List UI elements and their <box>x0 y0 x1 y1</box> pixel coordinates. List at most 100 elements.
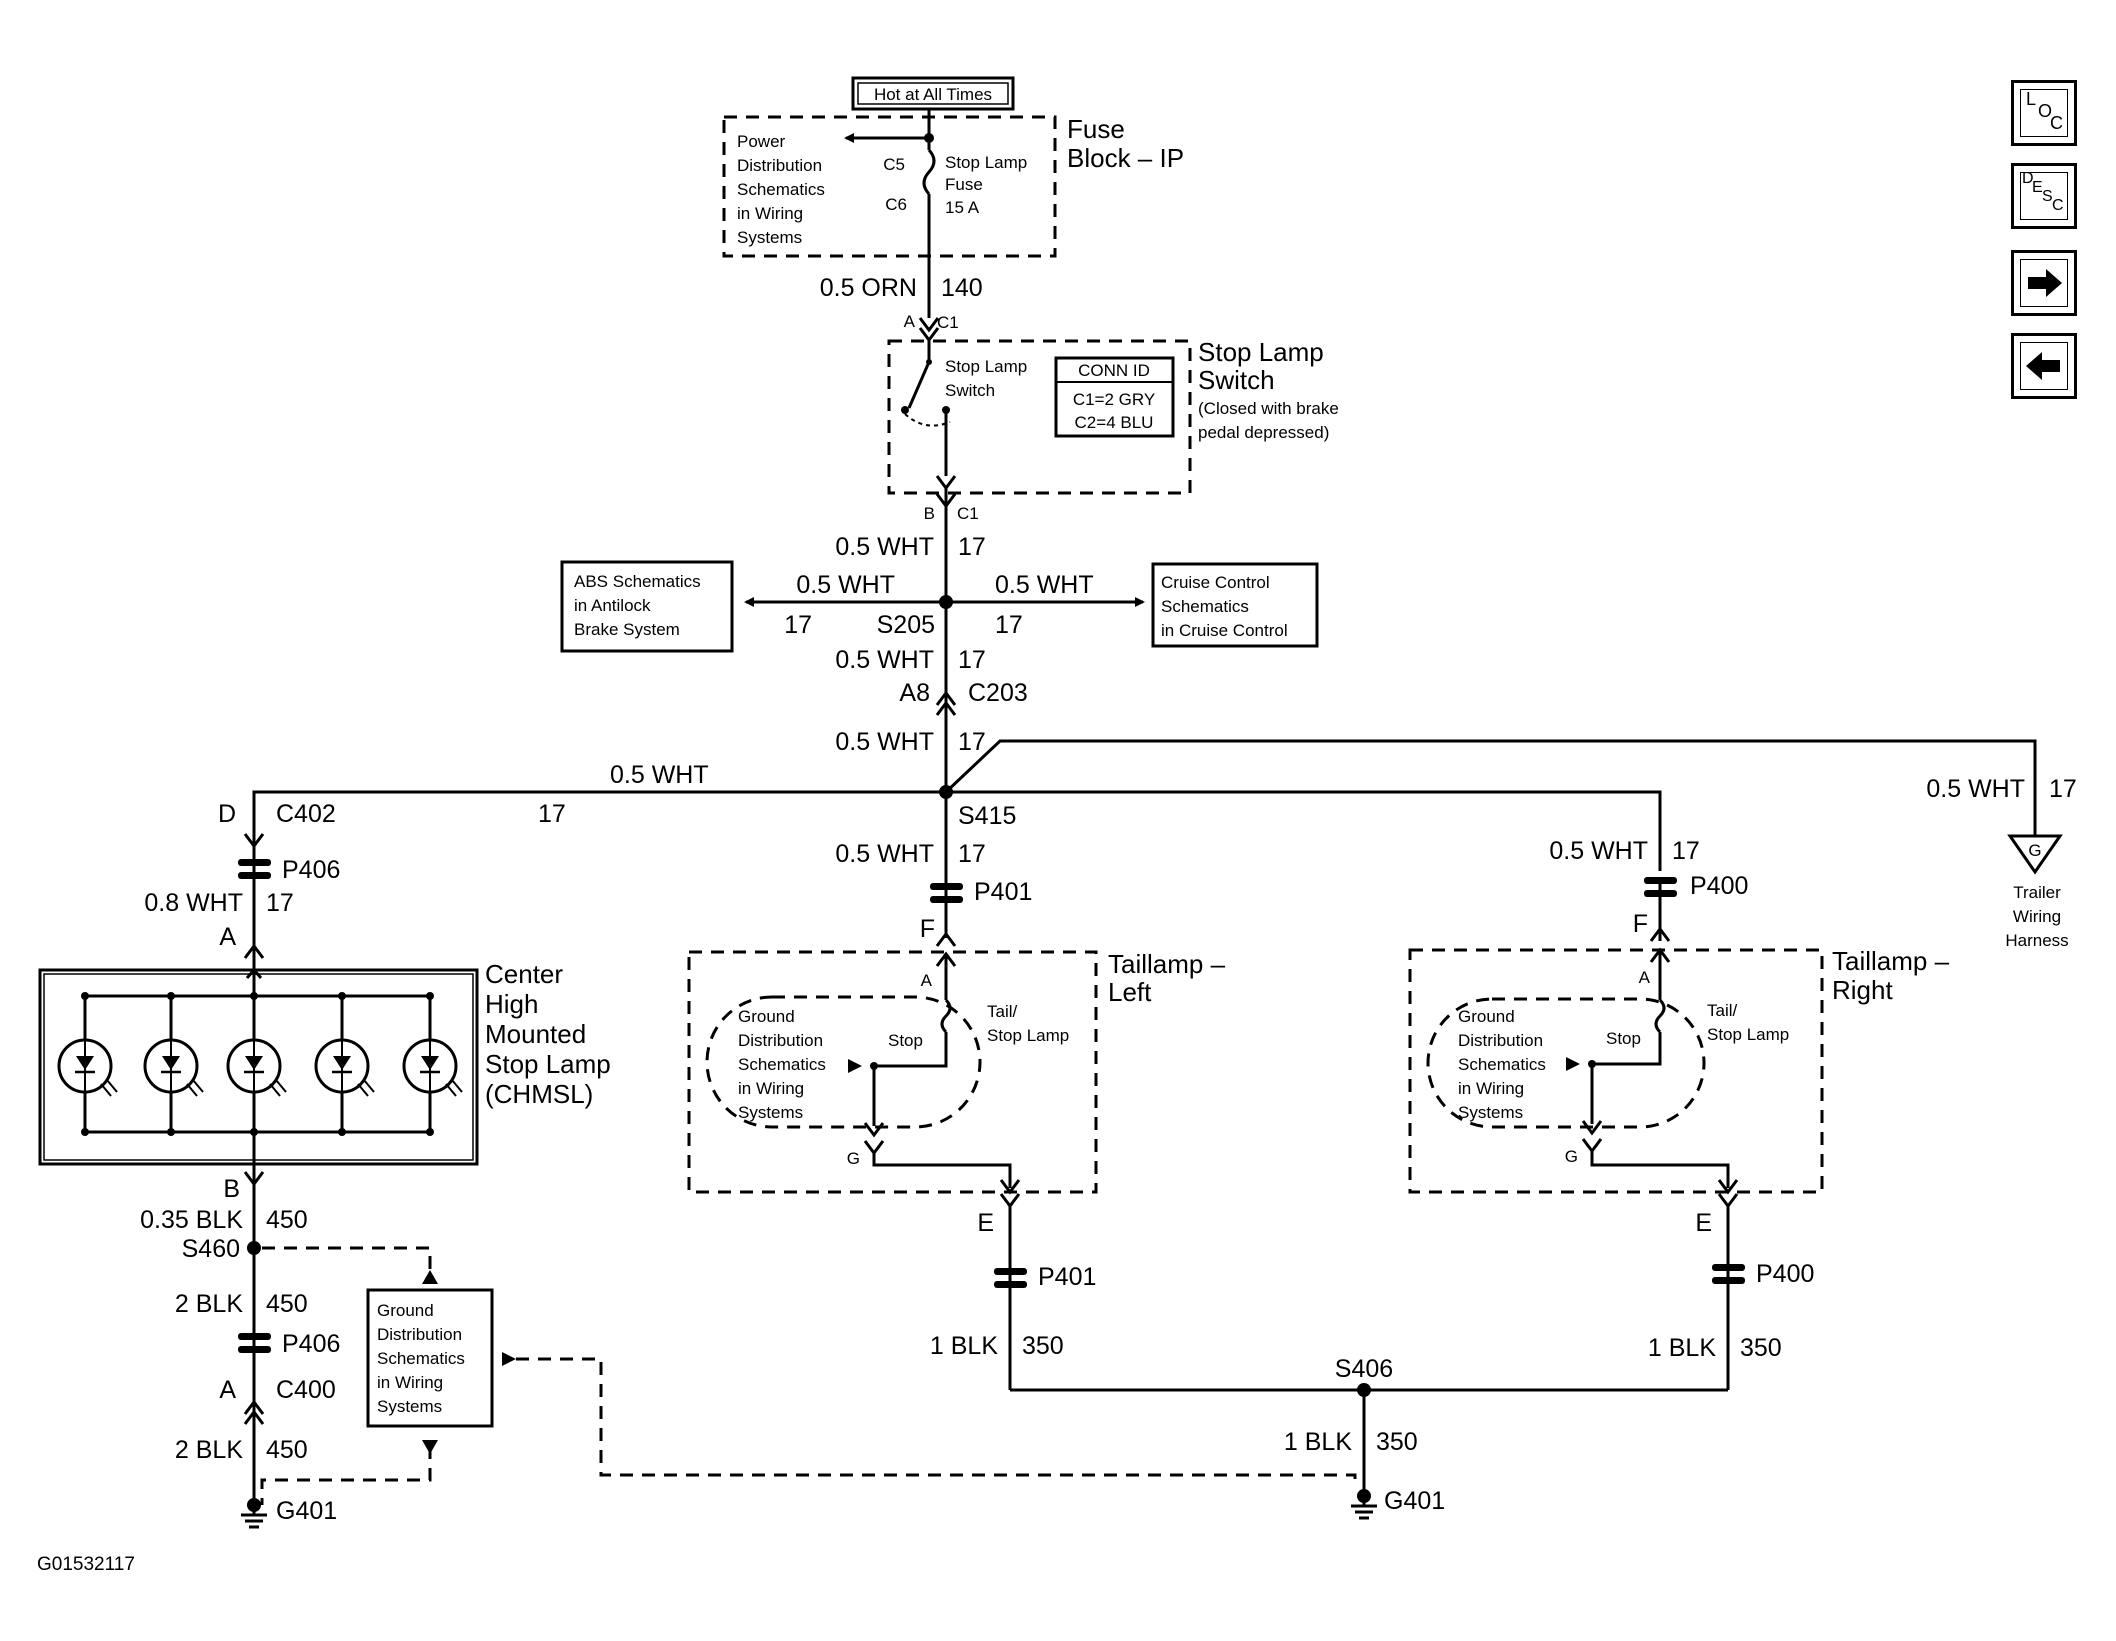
c400-a-label: A <box>219 1376 236 1404</box>
taillamp-right-box <box>1408 948 1824 1194</box>
loc-l: L <box>2026 89 2037 109</box>
fuse-c6-label: C6 <box>885 195 907 214</box>
right-ground-ref-2: Distribution <box>1458 1031 1543 1050</box>
fuse-name-1: Stop Lamp <box>945 153 1027 172</box>
left-ground-ref-3: Schematics <box>738 1055 826 1074</box>
circuit-450-1: 450 <box>266 1206 308 1234</box>
switch-inner-1: Stop Lamp <box>945 357 1027 376</box>
circuit-17-left: 17 <box>958 840 986 868</box>
trailer-label-2: Wiring <box>2013 907 2061 926</box>
circuit-350-right: 350 <box>1740 1334 1782 1362</box>
left-a-label: A <box>921 971 933 990</box>
ground-distribution-ref <box>366 1288 494 1428</box>
chmsl-bulb-icon <box>226 992 287 1136</box>
hot-at-all-times-label: Hot at All Times <box>874 85 992 104</box>
chmsl-title-5: (CHMSL) <box>485 1079 593 1109</box>
circuit-17-trailer: 17 <box>2049 775 2077 803</box>
right-a-label: A <box>1639 968 1651 987</box>
conn-c1-top-label: C1 <box>937 313 959 332</box>
right-g-label: G <box>1565 1147 1578 1166</box>
conn-c402-d: D <box>218 800 236 828</box>
chmsl-title-2: High <box>485 989 538 1019</box>
taillamp-right-title-2: Right <box>1832 975 1893 1005</box>
wire-1blk-right-label: 1 BLK <box>1648 1334 1716 1362</box>
p400-top-label: P400 <box>1690 872 1748 900</box>
g401-left-label: G401 <box>276 1497 337 1525</box>
next-page-button[interactable] <box>2011 250 2077 316</box>
left-ground-ref-1: Ground <box>738 1007 795 1026</box>
wire-trailer <box>944 739 2037 836</box>
abs-ref-3: Brake System <box>574 620 680 639</box>
splice-s460 <box>247 1241 261 1255</box>
wire-taillamp-right <box>946 790 1662 871</box>
left-ground-ref-4: in Wiring <box>738 1079 804 1098</box>
wire-wht-label-1: 0.5 WHT <box>835 533 934 561</box>
circuit-17-cruise: 17 <box>995 611 1023 639</box>
circuit-350-ground: 350 <box>1376 1428 1418 1456</box>
circuit-140-label: 140 <box>941 274 983 302</box>
power-ref-line-5: Systems <box>737 228 802 247</box>
s460-label: S460 <box>182 1235 240 1263</box>
chmsl-b-label: B <box>223 1175 240 1203</box>
ground-g401-left <box>241 1505 267 1529</box>
c402-label: C402 <box>276 800 336 828</box>
trailer-connector-g <box>2007 834 2063 875</box>
p406-top-label: P406 <box>282 856 340 884</box>
conn-c1-bottom-label: C1 <box>957 504 979 523</box>
wire-wht-chmsl-label: 0.5 WHT <box>610 761 709 789</box>
arrow-left-icon <box>2026 352 2060 380</box>
right-e-label: E <box>1695 1209 1712 1237</box>
right-stop-label: Stop <box>1606 1029 1641 1048</box>
chmsl-bulb-icon <box>143 992 204 1136</box>
desc-button[interactable]: D E S C <box>2011 163 2077 229</box>
chmsl-bulb-icon <box>314 992 375 1136</box>
stop-lamp-fuse-symbol <box>922 148 936 196</box>
right-ground-ref-5: Systems <box>1458 1103 1523 1122</box>
circuit-450-3: 450 <box>266 1436 308 1464</box>
cruise-ref-1: Cruise Control <box>1161 573 1270 592</box>
wire-wht-label-3: 0.5 WHT <box>835 728 934 756</box>
wire-wht-abs-label: 0.5 WHT <box>796 571 895 599</box>
diagram-id: G01532117 <box>37 1554 135 1575</box>
wire-wht-cruise-label: 0.5 WHT <box>995 571 1094 599</box>
desc-c: C <box>2052 197 2064 214</box>
switch-inner-2: Switch <box>945 381 995 400</box>
loc-c: C <box>2050 113 2063 133</box>
wire-wht-trailer-label: 0.5 WHT <box>1926 775 2025 803</box>
taillamp-left-title-1: Taillamp – <box>1108 949 1226 979</box>
conn-id-header: CONN ID <box>1078 361 1150 380</box>
chmsl-title-1: Center <box>485 959 563 989</box>
conn-id-c1: C1=2 GRY <box>1073 390 1155 409</box>
left-tail-stop-2: Stop Lamp <box>987 1026 1069 1045</box>
s415-label: S415 <box>958 802 1016 830</box>
c400-label: C400 <box>276 1376 336 1404</box>
right-ground-ref-4: in Wiring <box>1458 1079 1524 1098</box>
g401-right-label: G401 <box>1384 1487 1445 1515</box>
conn-id-c2: C2=4 BLU <box>1075 413 1154 432</box>
chmsl-title-4: Stop Lamp <box>485 1049 611 1079</box>
fuse-c5-label: C5 <box>883 155 905 174</box>
cruise-ref-2: Schematics <box>1161 597 1249 616</box>
circuit-350-left: 350 <box>1022 1332 1064 1360</box>
circuit-17-right: 17 <box>1672 837 1700 865</box>
wire-orn-label: 0.5 ORN <box>820 274 917 302</box>
right-tail-stop-2: Stop Lamp <box>1707 1025 1789 1044</box>
right-ground-ref-1: Ground <box>1458 1007 1515 1026</box>
taillamp-left-box <box>687 950 1098 1194</box>
taillamp-left-title-2: Left <box>1108 977 1152 1007</box>
prev-page-button[interactable] <box>2011 333 2077 399</box>
left-ground-ref-2: Distribution <box>738 1031 823 1050</box>
fuse-block-title-2: Block – IP <box>1067 143 1184 173</box>
ground-ref-1: Ground <box>377 1301 434 1320</box>
wire-1blk-left-label: 1 BLK <box>930 1332 998 1360</box>
power-ref-line-3: Schematics <box>737 180 825 199</box>
fuse-name-2: Fuse <box>945 175 983 194</box>
circuit-17-chmsl-2: 17 <box>266 889 294 917</box>
cruise-control-ref <box>1151 562 1319 648</box>
loc-button[interactable]: L O C <box>2011 80 2077 146</box>
cruise-ref-3: in Cruise Control <box>1161 621 1288 640</box>
power-ref-line-2: Distribution <box>737 156 822 175</box>
trailer-g-label: G <box>2028 841 2041 860</box>
desc-s: S <box>2042 188 2053 205</box>
